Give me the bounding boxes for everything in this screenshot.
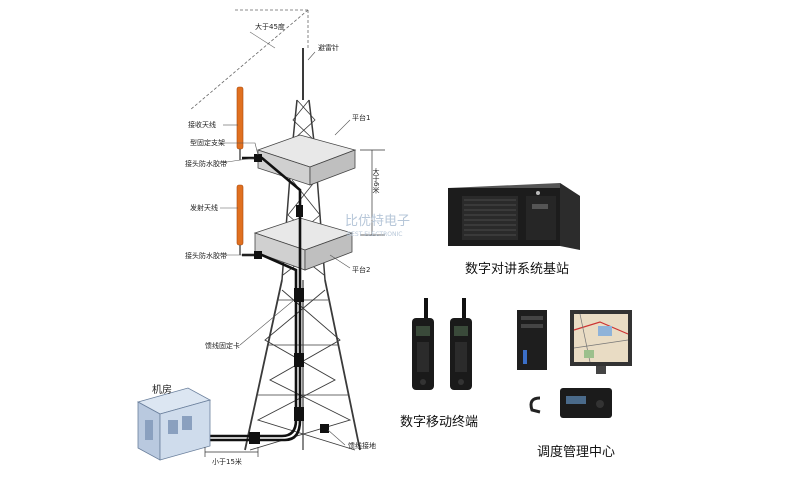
length-dimension [204,447,259,457]
label-greater-45: 大于45度 [255,22,285,31]
leader-lines [219,51,351,446]
machine-room-building [136,387,212,461]
label-connector-tape-1: 接头防水胶带 [185,159,227,168]
height-dimension [360,149,385,236]
handheld-radio-2 [450,298,472,390]
transmit-antenna [236,184,244,246]
watermark-text: 比优特电子 [345,214,410,229]
pc-tower [517,310,547,370]
label-feeder-ground: 馈线接地 [348,441,376,450]
label-less-15m: 小于15米 [212,457,242,466]
label-machine-room: 机房 [152,383,172,396]
label-connector-tape-2: 接头防水胶带 [185,251,227,260]
caption-dispatch-center: 调度管理中心 [537,444,615,460]
watermark-subtext: BEST ELECTRONIC [347,231,402,238]
monitor-map [570,310,632,374]
desk-radio [529,388,612,418]
angle-guide [189,9,309,111]
platform-2 [253,217,354,271]
platform-1 [256,134,357,186]
label-transmit-antenna: 发射天线 [190,203,218,212]
receive-antenna [236,86,244,150]
cable-clamps [249,154,329,444]
label-greater-6m: 大于6米 [372,167,380,194]
caption-base-station: 数字对讲系统基站 [465,262,569,277]
label-platform-2: 平台2 [352,265,370,274]
base-station-device [448,183,580,250]
label-feeder-clamp: 馈线固定卡 [205,341,240,350]
label-mount-bracket: 型固定支架 [190,138,225,147]
caption-mobile-terminal: 数字移动终端 [400,414,478,430]
handheld-radio-1 [412,298,434,390]
feeder-cable [205,156,302,442]
label-receive-antenna: 接收天线 [188,120,216,129]
label-lightning-rod: 避雷针 [318,43,339,52]
label-platform-1: 平台1 [352,113,370,122]
